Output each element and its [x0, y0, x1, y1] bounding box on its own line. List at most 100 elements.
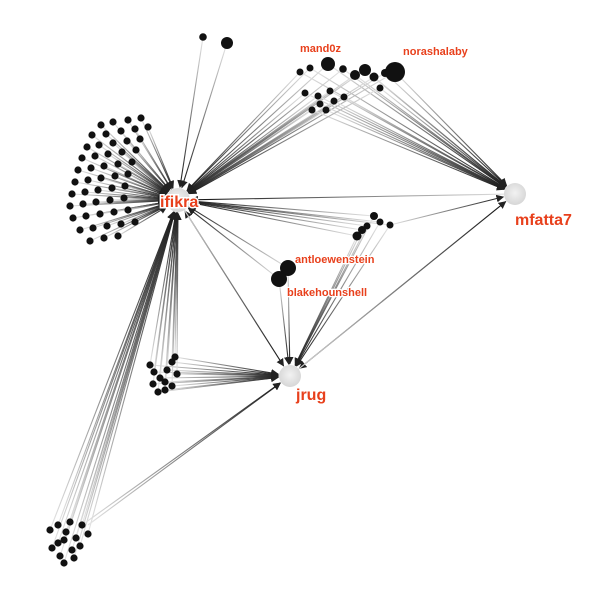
- graph-node[interactable]: [171, 353, 179, 361]
- graph-node[interactable]: [124, 170, 132, 178]
- graph-node[interactable]: [308, 106, 316, 114]
- graph-node[interactable]: [109, 118, 117, 126]
- graph-node[interactable]: [221, 37, 233, 49]
- graph-node[interactable]: [94, 186, 102, 194]
- graph-node[interactable]: [103, 222, 111, 230]
- graph-node[interactable]: [95, 141, 103, 149]
- graph-node[interactable]: [82, 212, 90, 220]
- graph-node[interactable]: [350, 70, 360, 80]
- graph-node[interactable]: [68, 190, 76, 198]
- graph-node[interactable]: [173, 370, 181, 378]
- graph-node[interactable]: [46, 526, 54, 534]
- graph-node[interactable]: [123, 137, 131, 145]
- graph-node[interactable]: [81, 188, 89, 196]
- graph-node[interactable]: [199, 33, 207, 41]
- graph-node[interactable]: [56, 552, 64, 560]
- graph-node[interactable]: [117, 127, 125, 135]
- graph-node[interactable]: [168, 382, 176, 390]
- graph-node[interactable]: [359, 64, 371, 76]
- graph-node[interactable]: [89, 224, 97, 232]
- graph-node[interactable]: [358, 226, 366, 234]
- graph-node[interactable]: [154, 388, 162, 396]
- graph-node[interactable]: [86, 237, 94, 245]
- graph-node[interactable]: [340, 93, 348, 101]
- graph-node[interactable]: [352, 231, 362, 241]
- graph-node[interactable]: [161, 386, 169, 394]
- graph-node[interactable]: [102, 130, 110, 138]
- graph-node[interactable]: [306, 64, 314, 72]
- graph-node[interactable]: [54, 539, 62, 547]
- node-antloewenstein[interactable]: [280, 260, 296, 276]
- graph-node[interactable]: [78, 154, 86, 162]
- graph-node[interactable]: [124, 206, 132, 214]
- graph-node[interactable]: [69, 214, 77, 222]
- graph-node[interactable]: [376, 84, 384, 92]
- graph-node[interactable]: [74, 166, 82, 174]
- graph-node[interactable]: [108, 184, 116, 192]
- graph-node[interactable]: [376, 218, 384, 226]
- graph-node[interactable]: [70, 554, 78, 562]
- graph-node[interactable]: [330, 97, 338, 105]
- graph-node[interactable]: [66, 518, 74, 526]
- graph-node[interactable]: [137, 114, 145, 122]
- graph-node[interactable]: [76, 542, 84, 550]
- graph-node[interactable]: [156, 374, 164, 382]
- graph-node[interactable]: [120, 194, 128, 202]
- graph-node[interactable]: [301, 89, 309, 97]
- graph-node[interactable]: [114, 232, 122, 240]
- graph-node[interactable]: [339, 65, 347, 73]
- graph-node[interactable]: [48, 544, 56, 552]
- graph-node[interactable]: [117, 220, 125, 228]
- graph-node[interactable]: [326, 87, 334, 95]
- graph-node[interactable]: [72, 534, 80, 542]
- graph-node[interactable]: [150, 368, 158, 376]
- graph-node[interactable]: [83, 143, 91, 151]
- graph-node[interactable]: [66, 202, 74, 210]
- graph-node[interactable]: [363, 222, 371, 230]
- graph-node[interactable]: [68, 546, 76, 554]
- graph-node[interactable]: [88, 131, 96, 139]
- graph-node[interactable]: [128, 158, 136, 166]
- hub-node-jrug[interactable]: [279, 365, 301, 387]
- graph-node[interactable]: [84, 176, 92, 184]
- graph-node[interactable]: [78, 521, 86, 529]
- graph-node[interactable]: [84, 530, 92, 538]
- graph-node[interactable]: [111, 172, 119, 180]
- graph-node[interactable]: [100, 234, 108, 242]
- graph-node[interactable]: [131, 218, 139, 226]
- graph-node[interactable]: [163, 366, 171, 374]
- graph-node[interactable]: [106, 196, 114, 204]
- graph-node[interactable]: [100, 162, 108, 170]
- graph-node[interactable]: [76, 226, 84, 234]
- graph-node[interactable]: [149, 380, 157, 388]
- graph-node[interactable]: [369, 72, 379, 82]
- graph-node[interactable]: [316, 100, 324, 108]
- graph-node[interactable]: [60, 559, 68, 567]
- graph-node[interactable]: [54, 521, 62, 529]
- graph-node[interactable]: [386, 221, 394, 229]
- graph-node[interactable]: [121, 182, 129, 190]
- graph-node[interactable]: [322, 106, 330, 114]
- graph-node[interactable]: [124, 116, 132, 124]
- graph-node[interactable]: [91, 152, 99, 160]
- graph-node[interactable]: [110, 208, 118, 216]
- graph-node[interactable]: [296, 68, 304, 76]
- graph-node[interactable]: [92, 198, 100, 206]
- node-blakehounshell[interactable]: [271, 271, 287, 287]
- hub-node-ifikra[interactable]: [166, 188, 190, 212]
- graph-node[interactable]: [87, 164, 95, 172]
- node-norashalaby[interactable]: [385, 62, 405, 82]
- graph-node[interactable]: [370, 212, 378, 220]
- graph-node[interactable]: [97, 121, 105, 129]
- graph-node[interactable]: [60, 536, 68, 544]
- graph-node[interactable]: [71, 178, 79, 186]
- node-mand0z[interactable]: [321, 57, 335, 71]
- graph-node[interactable]: [314, 92, 322, 100]
- graph-node[interactable]: [161, 378, 169, 386]
- graph-node[interactable]: [146, 361, 154, 369]
- graph-node[interactable]: [131, 125, 139, 133]
- graph-node[interactable]: [104, 150, 112, 158]
- graph-node[interactable]: [109, 139, 117, 147]
- graph-node[interactable]: [136, 135, 144, 143]
- graph-node[interactable]: [114, 160, 122, 168]
